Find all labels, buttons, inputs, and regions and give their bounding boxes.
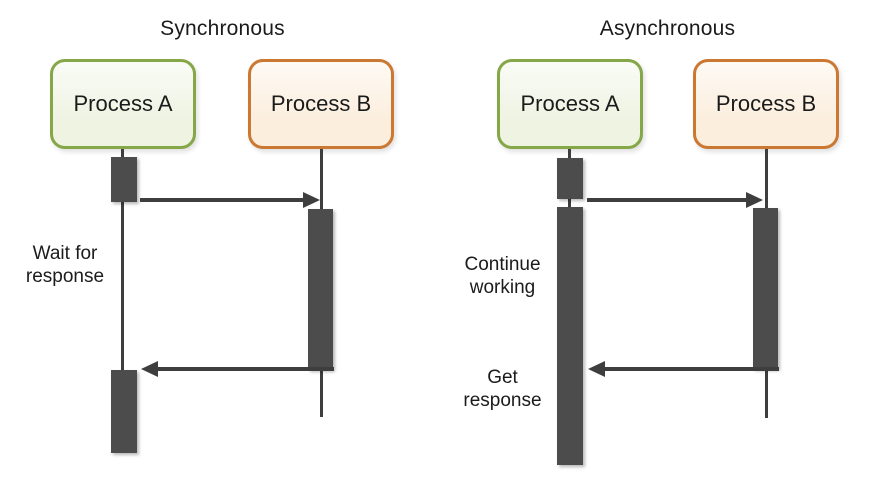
call-arrow-shaft (587, 198, 747, 202)
continue-working-note: Continue working (464, 254, 541, 298)
process-b-activation-bar (753, 208, 778, 369)
process-a-label: Process A (73, 91, 173, 116)
wait-for-response-note: Wait for response (25, 243, 105, 287)
process-a-box: Process A (50, 59, 196, 149)
process-b-label: Process B (270, 91, 372, 116)
right-arrowhead-icon (303, 192, 320, 208)
left-arrowhead-icon (588, 361, 605, 377)
process-b-box: Process B (693, 59, 839, 149)
return-arrow-shaft (158, 367, 334, 371)
process-a-activation-bar-long (557, 207, 583, 465)
get-response-note: Get response (463, 367, 542, 411)
asynchronous-diagram: Asynchronous Process A Process B Continu… (445, 0, 890, 486)
diagram-title: Asynchronous (599, 17, 736, 40)
process-a-lifeline (121, 149, 124, 371)
right-arrowhead-icon (746, 192, 763, 208)
process-b-label: Process B (715, 91, 817, 116)
process-a-box: Process A (497, 59, 643, 149)
process-b-box: Process B (248, 59, 394, 149)
process-a-label: Process A (520, 91, 620, 116)
call-arrow-shaft (140, 198, 304, 202)
process-a-activation-bar (111, 157, 137, 202)
left-arrowhead-icon (141, 361, 158, 377)
process-b-activation-bar (308, 209, 333, 370)
synchronous-diagram: Synchronous Process A Process B Wait for… (25, 17, 394, 453)
process-a-activation-bar (557, 158, 583, 199)
process-a-activation-bar (111, 370, 137, 453)
return-arrow-shaft (605, 367, 779, 371)
diagram-title: Synchronous (160, 17, 285, 40)
